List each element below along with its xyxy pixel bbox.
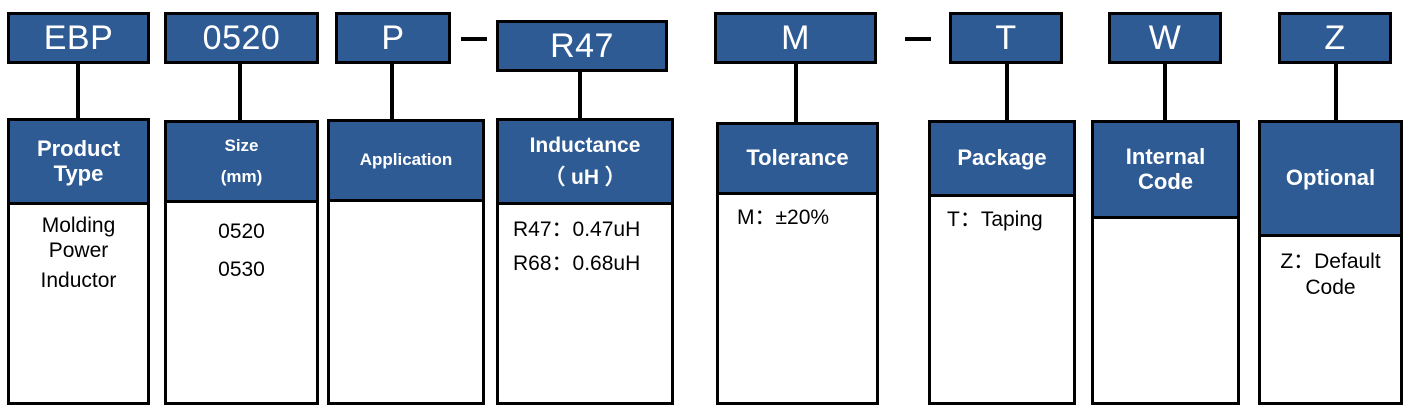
connector-line	[76, 64, 80, 118]
field-title: Size	[224, 135, 259, 155]
field-inductance: Inductance （ uH ） R47：0.47uH R68：0.68uH	[496, 118, 674, 405]
field-title: Code	[1138, 168, 1193, 194]
code-label: 0520	[202, 18, 281, 57]
field-value: T：Taping	[947, 208, 1043, 231]
separator-dash	[461, 37, 487, 41]
field-body: Molding Power Inductor	[10, 211, 147, 402]
field-header: Internal Code	[1094, 123, 1237, 219]
field-title: Application	[359, 150, 453, 170]
connector-line	[794, 64, 798, 122]
field-title: Inductance	[529, 134, 641, 158]
field-title: Optional	[1285, 165, 1376, 191]
field-title: Internal	[1125, 144, 1206, 170]
field-header: Inductance （ uH ）	[499, 121, 671, 205]
field-value: 0520	[218, 220, 265, 243]
field-body: 0520 0530	[167, 213, 316, 402]
code-label: T	[995, 18, 1017, 57]
field-internal-code: Internal Code	[1091, 120, 1240, 405]
separator-dash	[905, 37, 931, 41]
connector-line	[1005, 64, 1009, 120]
code-box-product-type: EBP	[7, 12, 150, 64]
code-box-internal-code: W	[1108, 12, 1222, 64]
field-package: Package T：Taping	[928, 120, 1076, 405]
field-value: Code	[1305, 276, 1356, 299]
field-value: R47：0.47uH	[513, 218, 641, 241]
field-value: M：±20%	[737, 206, 830, 229]
code-box-optional: Z	[1278, 12, 1392, 64]
field-header: Tolerance	[719, 125, 876, 195]
field-value: Power	[48, 239, 109, 262]
code-label: EBP	[43, 18, 114, 57]
field-header: Product Type	[10, 121, 147, 205]
connector-line	[390, 64, 394, 119]
code-box-package: T	[949, 12, 1063, 64]
field-application: Application	[327, 119, 485, 405]
connector-line	[1334, 64, 1338, 120]
connector-line	[578, 72, 582, 118]
field-size: Size (mm) 0520 0530	[164, 120, 319, 405]
connector-line	[238, 64, 242, 120]
field-header: Package	[931, 123, 1073, 197]
field-value: 0530	[218, 258, 265, 281]
code-label: M	[781, 18, 810, 57]
field-body: M：±20%	[719, 203, 876, 402]
code-box-inductance: R47	[496, 20, 668, 72]
field-title: Package	[957, 145, 1047, 171]
code-label: W	[1148, 18, 1182, 57]
field-title: (mm)	[220, 166, 263, 186]
code-label: Z	[1324, 18, 1346, 57]
field-title: Product	[36, 136, 121, 162]
field-optional: Optional Z：Default Code	[1258, 120, 1403, 405]
field-tolerance: Tolerance M：±20%	[716, 122, 879, 405]
field-header: Application	[330, 122, 482, 202]
field-title: （ uH ）	[544, 165, 626, 189]
connector-line	[1163, 64, 1167, 120]
field-body: Z：Default Code	[1261, 249, 1400, 402]
code-box-size: 0520	[164, 12, 319, 64]
code-box-application: P	[335, 12, 451, 64]
code-label: R47	[550, 26, 614, 65]
field-value: Inductor	[40, 269, 117, 292]
code-box-tolerance: M	[714, 12, 877, 64]
code-label: P	[381, 18, 405, 57]
field-title: Tolerance	[746, 145, 849, 171]
field-value: Z：Default	[1280, 250, 1381, 273]
field-body: R47：0.47uH R68：0.68uH	[499, 213, 671, 402]
field-value: Molding	[41, 214, 116, 237]
field-product-type: Product Type Molding Power Inductor	[7, 118, 150, 405]
field-header: Optional	[1261, 123, 1400, 237]
field-value: R68：0.68uH	[513, 252, 641, 275]
field-body: T：Taping	[931, 205, 1073, 402]
field-header: Size (mm)	[167, 123, 316, 203]
field-title: Type	[53, 160, 104, 186]
